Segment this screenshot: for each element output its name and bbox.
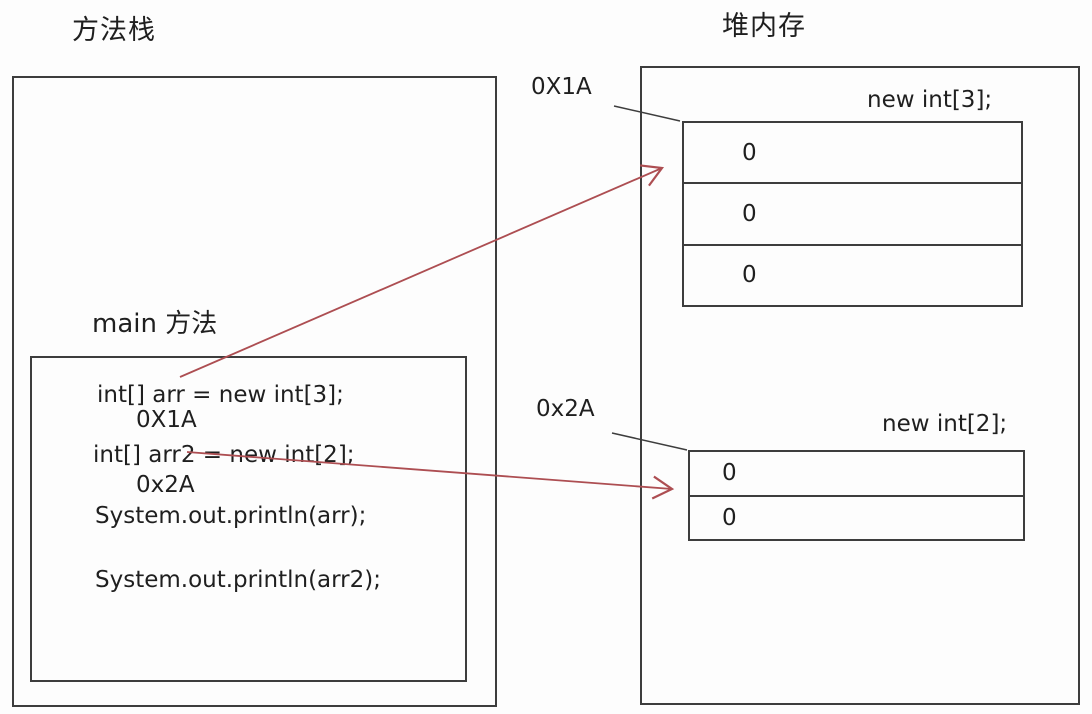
array1-address-label: 0X1A — [531, 74, 592, 100]
array2-address-label: 0x2A — [536, 396, 595, 422]
code-line-println-arr2: System.out.println(arr2); — [95, 567, 381, 593]
array1-cell-1: 0 — [684, 184, 1021, 246]
array1-creation-label: new int[3]; — [867, 87, 993, 113]
array2-creation-label: new int[2]; — [882, 411, 1008, 437]
heap-box — [640, 66, 1080, 705]
code-line-arr-declaration: int[] arr = new int[3]; — [97, 382, 344, 408]
array2-box: 0 0 — [688, 450, 1025, 541]
main-method-label: main 方法 — [92, 309, 218, 339]
stack-box — [12, 76, 497, 707]
code-arr2-address-value: 0x2A — [136, 472, 195, 498]
array1-cell-0: 0 — [684, 123, 1021, 185]
array2-cell-0: 0 — [690, 452, 1023, 497]
stack-title: 方法栈 — [72, 15, 156, 46]
heap-title: 堆内存 — [722, 11, 806, 42]
array1-box: 0 0 0 — [682, 121, 1023, 307]
code-arr-address-value: 0X1A — [136, 407, 197, 433]
code-line-println-arr: System.out.println(arr); — [95, 503, 367, 529]
code-line-arr2-declaration: int[] arr2 = new int[2]; — [93, 442, 355, 468]
array2-cell-1: 0 — [722, 504, 737, 531]
array1-cell-2: 0 — [742, 262, 757, 289]
